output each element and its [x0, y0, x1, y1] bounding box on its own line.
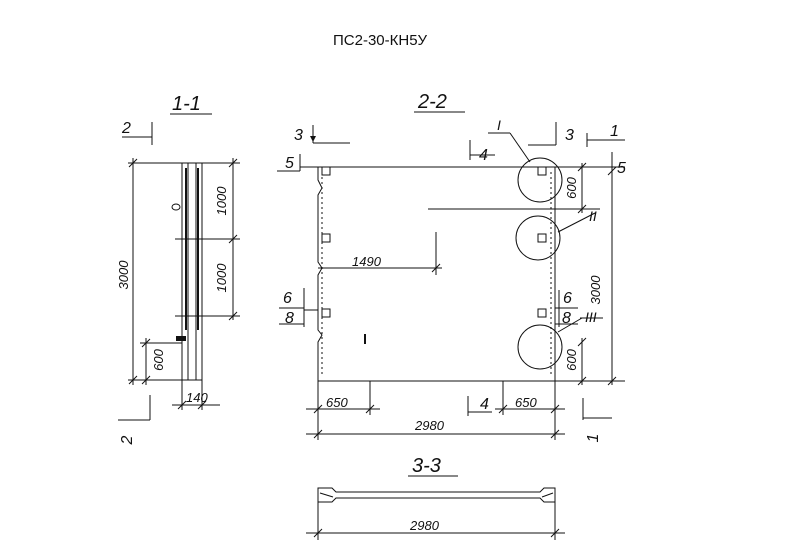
section-1-1-label: 1-1	[172, 93, 201, 115]
slot-mid-left	[321, 233, 331, 243]
drawing-title: ПС2-30-КН5У	[333, 32, 428, 49]
dim-3000-2-2: 3000	[588, 275, 603, 305]
cut-mark-2-top: 2	[121, 120, 131, 137]
slab-1-1-lug	[171, 203, 181, 211]
dim-1000-lower-1-1: 1000	[214, 263, 229, 293]
node-i-leader	[509, 132, 531, 163]
section-3-3: 3-3 2980	[306, 455, 565, 540]
dim-650-left: 650	[326, 395, 348, 410]
cut-mark-2-bottom: 2	[119, 435, 136, 445]
dim-1490: 1490	[352, 254, 382, 269]
section-2-2: 2-2 I II III 1490	[277, 91, 626, 442]
slot-low-left	[321, 308, 331, 318]
mark-5-right: 5	[617, 160, 626, 177]
node-circle-iii	[517, 324, 563, 370]
dim-650-right: 650	[515, 395, 537, 410]
mark-8-left: 8	[285, 310, 294, 327]
dim-2980-3-3: 2980	[409, 518, 440, 533]
node-i-label: I	[497, 117, 501, 133]
dim-2980-2-2: 2980	[414, 418, 445, 433]
slot-mid-right	[537, 233, 547, 243]
mark-4-bottom: 4	[480, 396, 489, 413]
section-1-1: 1-1 2 3000 1000 1000	[116, 93, 240, 445]
mark-3-right: 3	[565, 127, 574, 144]
slot-top-right	[537, 166, 547, 176]
dim-600-top-2-2: 600	[564, 176, 579, 198]
mark-1-bottom: 1	[585, 434, 602, 443]
node-circle-i	[517, 157, 563, 203]
slot-low-right	[537, 308, 547, 318]
slab-1-1-embed	[176, 336, 186, 341]
node-ii-label: II	[589, 208, 597, 224]
slot-top-left	[321, 166, 331, 176]
node-ii-leader	[557, 212, 596, 233]
slab-2-2-outline	[317, 166, 556, 382]
dim-600-1-1: 600	[151, 348, 166, 370]
section-2-2-label: 2-2	[417, 91, 447, 113]
mark-4-top: 4	[479, 147, 488, 164]
node-iii-label: III	[585, 309, 597, 325]
slab-3-3-profile	[317, 487, 556, 503]
dim-3000-1-1: 3000	[116, 260, 131, 290]
mark-3-left: 3	[294, 127, 303, 144]
mark-5-left: 5	[285, 155, 294, 172]
dim-600-bottom-2-2: 600	[564, 348, 579, 370]
dim-1000-upper-1-1: 1000	[214, 186, 229, 216]
mark-8-right: 8	[562, 310, 571, 327]
section-3-3-label: 3-3	[412, 455, 441, 477]
mark-6-right: 6	[563, 290, 572, 307]
mark-6-left: 6	[283, 290, 292, 307]
node-iii-leader	[557, 317, 583, 333]
node-circle-ii	[515, 215, 561, 261]
mark-1-top: 1	[610, 123, 619, 140]
dim-140-1-1: 140	[186, 390, 208, 405]
